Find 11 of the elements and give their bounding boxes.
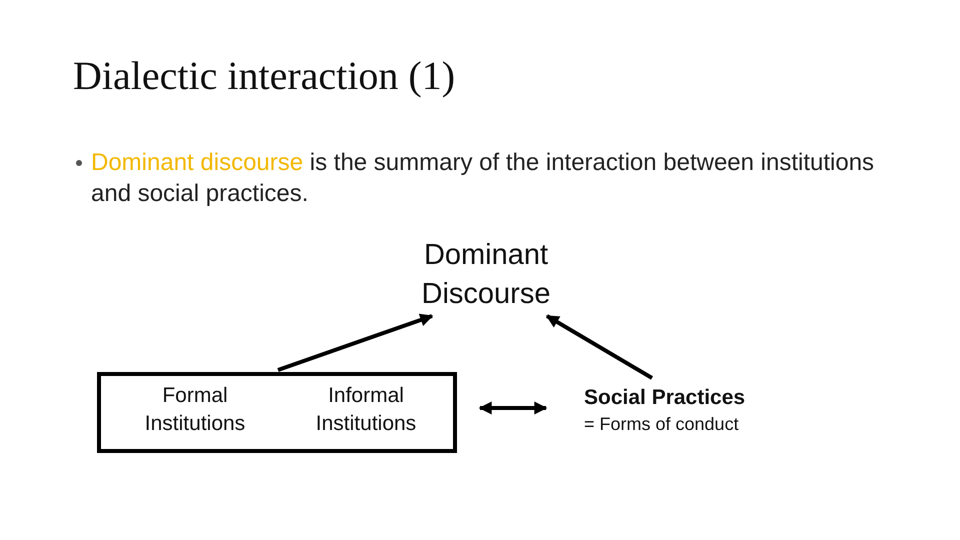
node-label: Informal Institutions [314,383,418,438]
arrow [277,314,434,372]
slide-title: Dialectic interaction (1) [73,52,456,99]
group-box [97,372,457,453]
bullet-text: Dominant discourse is the summary of the interaction between institutions and social practices. [91,148,876,209]
node-heading: Social Practices [584,385,746,411]
arrow [546,314,654,380]
node-description: = Forms of conduct [584,413,739,436]
node-label: Formal Institutions [144,383,246,438]
arrow [478,402,548,414]
node-label: Dominant Discourse [420,238,552,312]
